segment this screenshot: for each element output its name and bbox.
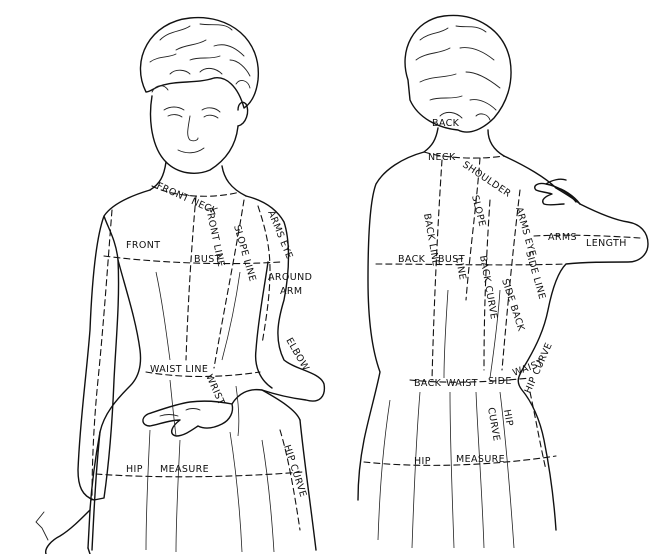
label-measure-front: MEASURE	[160, 464, 209, 475]
label-line-back: LINE	[453, 257, 468, 281]
back-hair	[405, 15, 511, 132]
label-waist-back: WAIST	[446, 378, 478, 389]
label-wrist: WRIST	[203, 373, 226, 407]
label-back-neck-2: NECK	[428, 152, 456, 163]
label-hip-curve-front: HIP CURVE	[281, 444, 308, 499]
label-back-neck-1: BACK	[432, 118, 460, 129]
back-hand	[535, 179, 576, 205]
back-figure: BACK NECK SHOULDER SLOPE ARMS EYE ARMS L…	[358, 15, 648, 548]
label-front: FRONT	[126, 240, 160, 251]
label-hip-curve-1: HIP	[501, 409, 515, 428]
label-back-bust: BACK	[398, 254, 426, 265]
front-skirt-folds	[146, 430, 274, 552]
front-hand	[143, 401, 233, 436]
label-hip-back: HIP	[414, 456, 431, 467]
label-hip-curve-2: CURVE	[485, 407, 502, 443]
label-waist-line: WAIST LINE	[150, 364, 208, 375]
front-left-hand	[36, 510, 90, 554]
label-arms: ARMS	[548, 232, 577, 243]
back-body-outline	[358, 152, 424, 500]
label-bust-front: BUST	[194, 254, 221, 265]
label-back-waist: BACK	[414, 378, 442, 389]
label-around: AROUND	[268, 272, 312, 283]
front-figure: FRONT NECK FRONT LINE SLOPE LINE ARMS EY…	[36, 18, 324, 554]
front-face	[151, 96, 248, 173]
label-hip-front: HIP	[126, 464, 143, 475]
label-arm: ARM	[280, 286, 303, 297]
front-line-dash	[186, 196, 196, 360]
label-shoulder: SHOULDER	[460, 159, 513, 199]
label-measure-back: MEASURE	[456, 454, 505, 465]
label-side-back: SIDE BACK	[499, 278, 526, 334]
front-hair	[140, 18, 258, 108]
label-length: LENGTH	[586, 238, 627, 249]
label-side-line: SIDE LINE	[523, 250, 547, 301]
label-side-waist: SIDE	[488, 376, 512, 387]
back-center-line	[432, 160, 442, 380]
label-slope-back: SLOPE	[469, 194, 487, 228]
